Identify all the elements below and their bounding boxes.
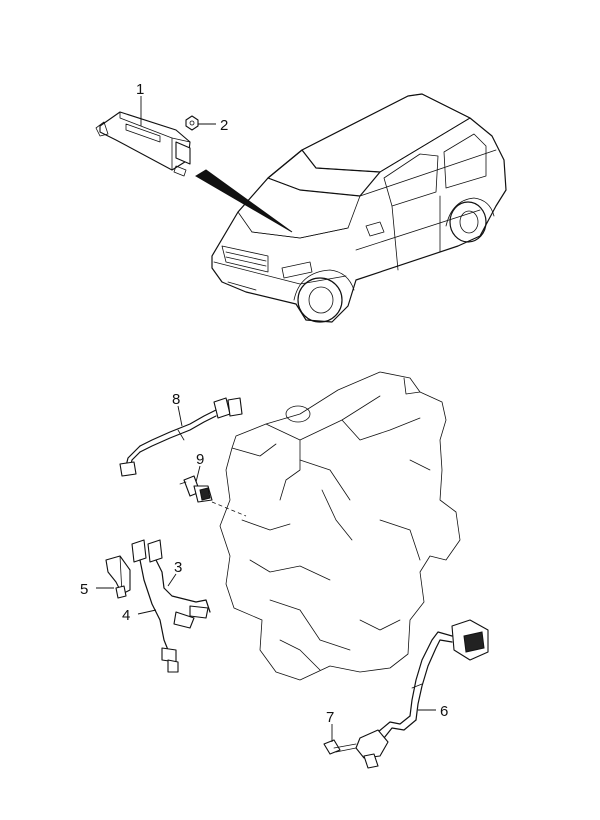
bracket-part-5 [105,555,131,599]
callout-6: 6 [440,703,448,720]
callout-3: 3 [174,559,182,576]
callout-8: 8 [172,391,180,408]
ecu-module-part [95,111,191,177]
callout-5: 5 [80,581,88,598]
callout-4: 4 [122,607,130,624]
bolt-part-7 [323,739,357,755]
nut-part [185,115,199,131]
callout-7: 7 [326,709,334,726]
vehicle-illustration [211,93,507,323]
sensor-cable-part-8 [119,397,243,477]
engine-outline [219,371,461,681]
sensor-part-9 [179,475,213,503]
callout-2: 2 [220,117,228,134]
callout-9: 9 [196,451,204,468]
sensor-harness-part-6 [355,619,489,769]
oxygen-sensor-parts-3-4 [131,539,211,673]
location-pointer [195,169,293,233]
callout-1: 1 [136,81,144,98]
